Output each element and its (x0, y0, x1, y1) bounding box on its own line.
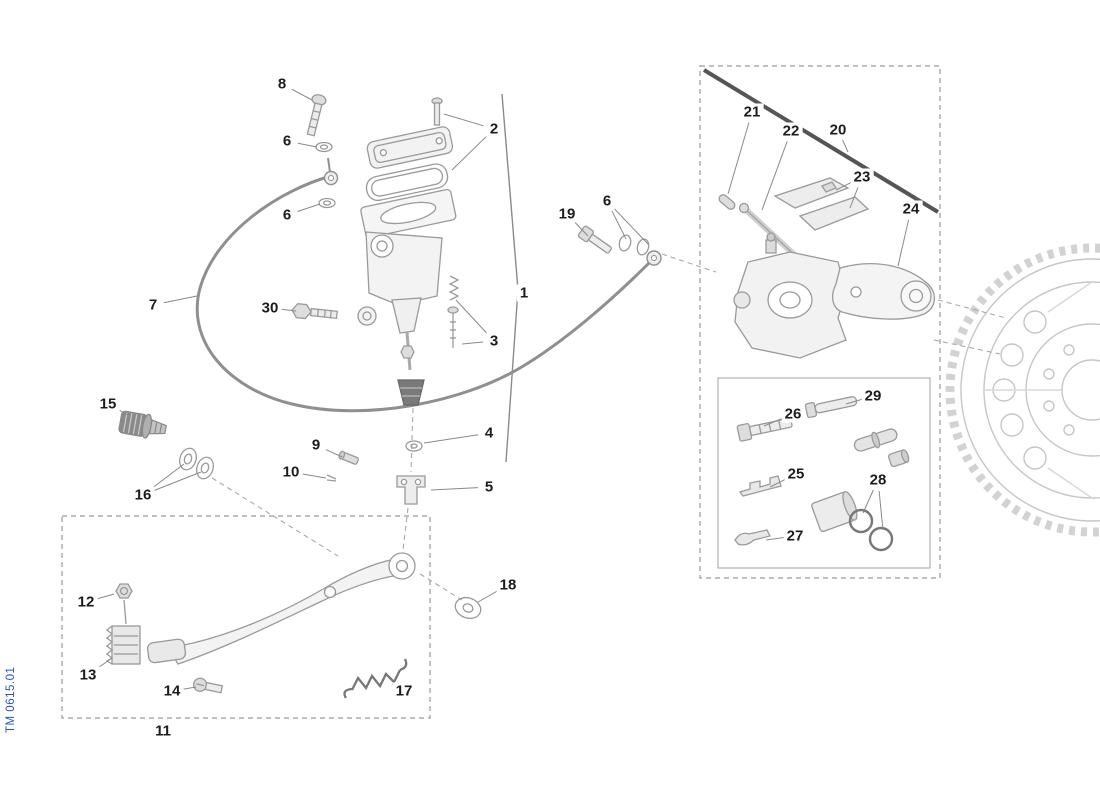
caliper-group-line (702, 68, 940, 214)
pedal-dashed-box (61, 515, 431, 719)
bolt-8 (306, 94, 327, 137)
pin-21 (718, 194, 736, 210)
callout-6: 6 (279, 132, 295, 150)
caliper-body (733, 232, 847, 359)
bleed-plug-28 (888, 449, 910, 468)
callout-26: 26 (781, 405, 805, 423)
callout-6: 6 (599, 192, 615, 210)
cap-gasket (365, 163, 449, 202)
cotter-pin-10 (326, 474, 337, 482)
washer-6-lower (318, 197, 336, 209)
callout-22: 22 (779, 122, 803, 140)
reservoir-cap (366, 126, 454, 169)
callout-15: 15 (96, 395, 120, 413)
callout-10: 10 (279, 463, 303, 481)
callout-16: 16 (131, 486, 155, 504)
pedal-pivot (388, 552, 416, 580)
caliper-service-kit-box (717, 377, 931, 569)
reservoir-top (360, 188, 457, 239)
pushrod-washer (405, 440, 423, 452)
bolt-30 (291, 302, 338, 320)
caliper-bracket-24 (831, 262, 935, 320)
mount-bolt-26 (736, 417, 793, 442)
clevis-5 (396, 475, 426, 505)
cap-screw (431, 97, 443, 126)
washer-6-upper (315, 141, 333, 153)
callout-28: 28 (866, 471, 890, 489)
callout-17: 17 (392, 682, 416, 700)
drawing-code: TM 0615.01 (5, 666, 17, 733)
callout-4: 4 (481, 424, 497, 442)
callout-7: 7 (145, 296, 161, 314)
callout-23: 23 (850, 168, 874, 186)
sprocket-disc (945, 243, 1100, 537)
callout-2: 2 (486, 120, 502, 138)
return-spring-17 (343, 658, 408, 699)
washers-16 (179, 447, 214, 480)
brake-hose (195, 157, 662, 413)
pedal-assembly (105, 552, 482, 699)
callout-20: 20 (826, 121, 850, 139)
adjuster-15 (118, 410, 167, 439)
callout-8: 8 (274, 75, 290, 93)
slide-pin-28 (853, 428, 898, 452)
piston-28 (811, 490, 894, 552)
retainer-clip-27 (734, 529, 771, 546)
banjo-bolt-19 (577, 225, 650, 256)
master-cylinder-assembly (291, 94, 460, 505)
outlet-boss (357, 306, 377, 326)
spring-and-screw-3 (447, 275, 460, 348)
callout-11: 11 (152, 722, 174, 740)
washer-18 (454, 596, 482, 620)
callout-25: 25 (784, 465, 808, 483)
callout-5: 5 (481, 478, 497, 496)
callout-13: 13 (76, 666, 100, 684)
rubber-boot (397, 379, 425, 406)
slide-pin-29 (804, 396, 858, 419)
bolt-14 (192, 677, 224, 694)
callout-29: 29 (861, 387, 885, 405)
callout-30: 30 (258, 299, 282, 317)
callout-27: 27 (783, 527, 807, 545)
cylinder-lower (391, 297, 422, 334)
pedal-foot-peg (146, 638, 187, 664)
callout-9: 9 (308, 436, 324, 454)
nut-12 (115, 583, 133, 599)
master-cylinder-group-line (501, 93, 519, 463)
callout-1: 1 (516, 284, 532, 302)
callout-24: 24 (899, 200, 923, 218)
callout-14: 14 (160, 682, 184, 700)
clevis-pin-9 (338, 450, 359, 465)
caliper-assembly (718, 177, 935, 552)
alignment-dashes (211, 253, 1007, 601)
pad-spring-25 (738, 475, 782, 497)
callout-18: 18 (496, 576, 520, 594)
leader-lines (96, 88, 910, 690)
callout-19: 19 (555, 205, 579, 223)
callout-3: 3 (486, 332, 502, 350)
pedal-arm (166, 557, 409, 665)
pad-shims-23 (773, 177, 870, 231)
callout-21: 21 (740, 103, 764, 121)
callout-6: 6 (279, 206, 295, 224)
caliper-dashed-box (699, 65, 941, 579)
callout-12: 12 (74, 593, 98, 611)
